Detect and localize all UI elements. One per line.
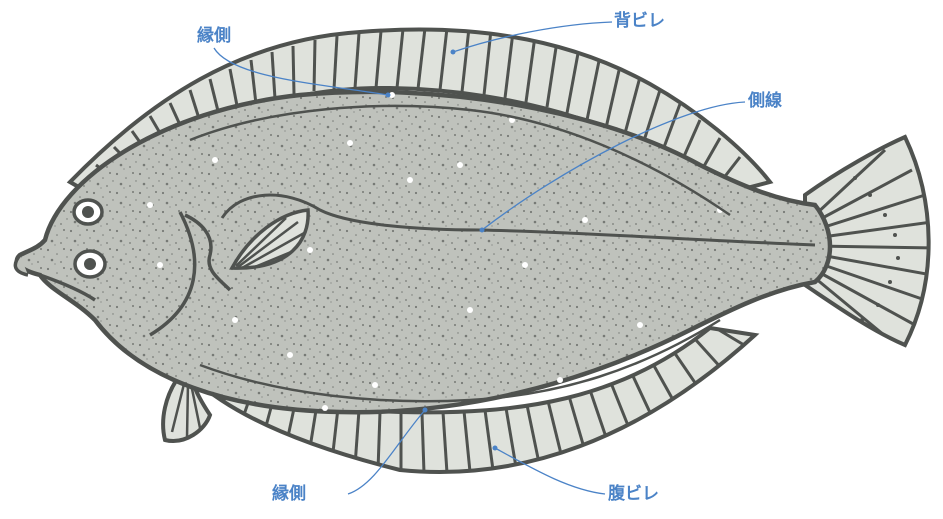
label-fringe-top: 縁側 (197, 28, 231, 45)
label-fringe-bottom: 縁側 (272, 486, 306, 503)
lower-eye (75, 251, 105, 277)
label-lateral-line: 側線 (748, 93, 782, 110)
label-anal-fin: 腹ビレ (608, 486, 659, 503)
leader-dot-lateral-line (480, 228, 485, 233)
leader-dot-dorsal-fin (451, 50, 456, 55)
leader-dot-fringe-bottom (423, 408, 428, 413)
label-dorsal-fin: 背ビレ (614, 13, 665, 30)
upper-eye (74, 200, 102, 224)
leader-dot-fringe-top (386, 93, 391, 98)
leader-dot-anal-fin (493, 446, 498, 451)
